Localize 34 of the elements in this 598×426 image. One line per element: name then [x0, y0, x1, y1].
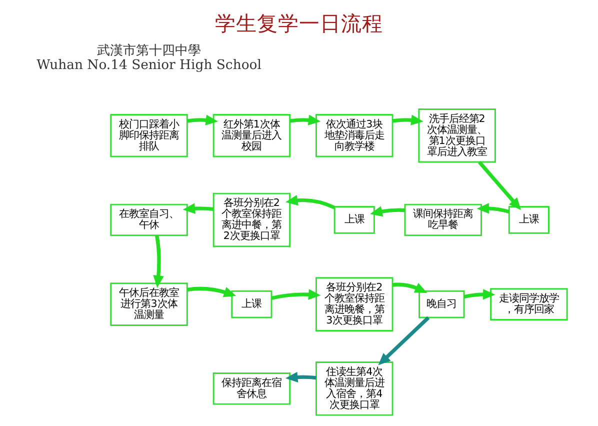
arrow	[271, 289, 321, 300]
node-box: 红外第1次体温测量后进入校园	[212, 114, 291, 158]
arrow	[182, 203, 214, 214]
node-box: 走读同学放学，有序回家	[490, 288, 568, 320]
arrow	[464, 289, 496, 300]
node-box: 洗手后经第2次体温测量、第1次更换口罩后进入教室	[418, 108, 496, 163]
node-box: 保持距离在宿舍休息	[212, 372, 291, 405]
arrow	[478, 160, 522, 210]
arrow	[476, 203, 510, 214]
arrow	[187, 114, 218, 126]
arrow	[285, 194, 336, 210]
node-box: 上课	[231, 290, 272, 318]
node-box: 各班分别在2个教室保持距离进中餐，第2次更换口罩	[212, 192, 291, 248]
arrow	[378, 316, 430, 366]
arrow	[392, 282, 428, 293]
arrow	[153, 235, 164, 288]
label: 武漢市第十四中學	[97, 44, 202, 59]
node-box: 上课	[334, 206, 375, 234]
node-box: 午休后在教室进行第3次体温测量	[110, 282, 188, 326]
node-box: 课间保持距离吃早餐	[404, 204, 482, 236]
diagram-title: 学生复学一日流程	[215, 11, 383, 36]
node-box: 上课	[508, 206, 550, 234]
arrow	[285, 372, 316, 383]
arrow	[370, 206, 405, 217]
arrow	[187, 286, 236, 298]
arrow	[392, 114, 424, 126]
node-box: 各班分别在2个教室保持距离进晚餐，第3次更换口罩	[316, 277, 394, 332]
node-box: 校门口踩着小脚印保持距离排队	[110, 114, 188, 158]
label: Wuhan No.14 Senior High School	[36, 58, 262, 74]
node-box: 住读生第4次体温测量后进入宿舍，第4次更换口罩	[316, 362, 394, 416]
node-box: 在教室自习、午休	[110, 204, 188, 236]
node-box: 依次通过3块地垫消毒后走向教学楼	[316, 114, 394, 158]
node-box: 晚自习	[418, 290, 465, 318]
arrow	[290, 114, 321, 126]
